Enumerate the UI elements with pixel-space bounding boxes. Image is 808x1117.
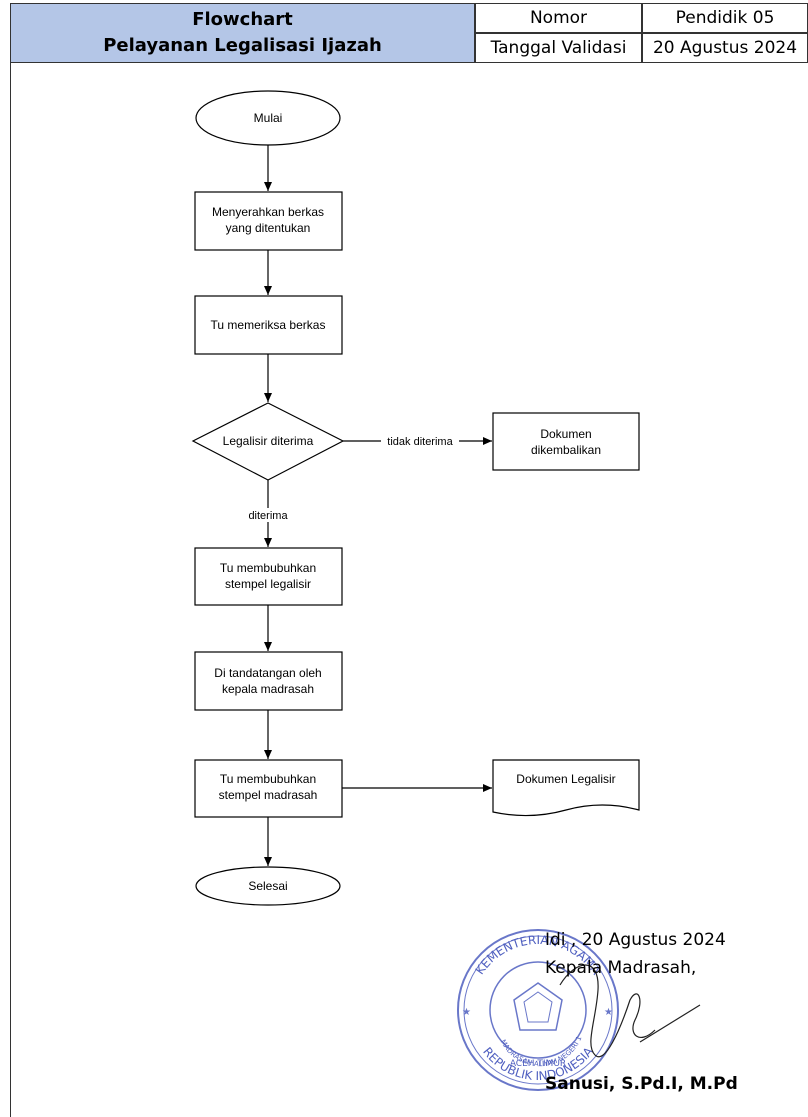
step3-label-line1: Tu membubuhkan xyxy=(220,561,316,575)
reject-label-line2: dikembalikan xyxy=(531,443,601,457)
edge-yes-label-bg xyxy=(243,508,293,522)
step5-process xyxy=(194,759,343,818)
header-title-line1: Flowchart xyxy=(192,9,293,30)
nomor-label: Nomor xyxy=(475,3,642,33)
step4-process xyxy=(194,651,343,711)
step2-label: Tu memeriksa berkas xyxy=(211,318,326,332)
step1-process xyxy=(194,191,343,251)
start-terminator xyxy=(195,90,341,146)
end-label: Selesai xyxy=(248,879,287,893)
step1-label-line1: Menyerahkan berkas xyxy=(212,205,324,219)
edge-no-label-bg xyxy=(381,434,459,448)
decision-label: Legalisir diterima xyxy=(223,434,314,448)
signature-place-date: Idi , 20 Agustus 2024 xyxy=(545,930,726,950)
document-header: Flowchart Pelayanan Legalisasi Ijazah No… xyxy=(0,3,808,63)
signature-name: Sanusi, S.Pd.I, M.Pd xyxy=(545,1074,738,1094)
svg-text:★: ★ xyxy=(604,1007,613,1018)
header-title-line2: Pelayanan Legalisasi Ijazah xyxy=(103,35,382,56)
step2-process xyxy=(194,295,343,355)
step4-label-line2: kepala madrasah xyxy=(222,682,314,696)
step5-label-line2: stempel madrasah xyxy=(219,788,318,802)
step4-label-line1: Di tandatangan oleh xyxy=(214,666,321,680)
header-title-cell: Flowchart Pelayanan Legalisasi Ijazah xyxy=(10,3,475,63)
step1-label-line2: yang ditentukan xyxy=(226,221,311,235)
official-stamp: ★ ★ xyxy=(457,929,619,1091)
handwritten-signature xyxy=(559,964,701,1058)
reject-label-line1: Dokumen xyxy=(540,427,591,441)
output-document xyxy=(492,759,640,817)
signature-role: Kepala Madrasah, xyxy=(545,958,697,978)
output-label: Dokumen Legalisir xyxy=(516,772,615,786)
end-terminator xyxy=(195,866,341,906)
decision-diamond xyxy=(191,402,345,481)
edge-label-yes: diterima xyxy=(248,510,288,522)
stamp-text-inner2: ACEH TIMUR xyxy=(510,1059,566,1069)
svg-text:★: ★ xyxy=(462,1007,471,1018)
start-label: Mulai xyxy=(254,111,283,125)
tanggal-label: Tanggal Validasi xyxy=(475,33,642,63)
reject-process xyxy=(492,412,640,471)
step3-process xyxy=(194,547,343,606)
step5-label-line1: Tu membubuhkan xyxy=(220,772,316,786)
edge-label-no: tidak diterima xyxy=(387,436,453,448)
step3-label-line2: stempel legalisir xyxy=(225,577,311,591)
page-frame-left xyxy=(10,63,11,1117)
